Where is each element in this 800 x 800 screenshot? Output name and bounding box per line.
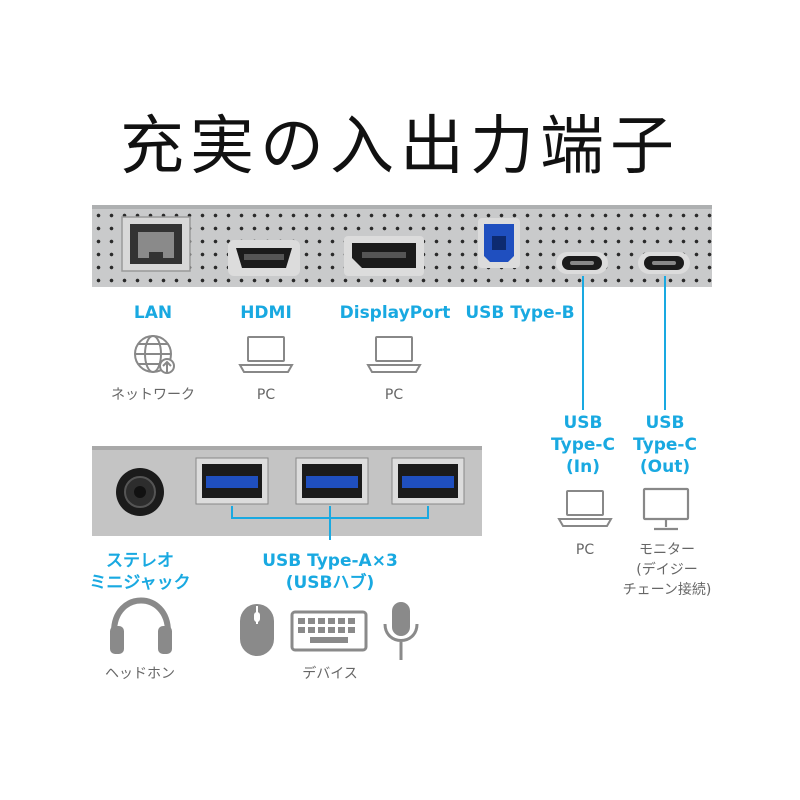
- monitor-icon: [642, 487, 690, 531]
- headphone-jack-port: [116, 468, 164, 516]
- stereo-minijack-label-line2: ミニジャック: [89, 573, 191, 593]
- displayport-sub-label: PC: [384, 387, 404, 403]
- usb-c-out-sub-label: モニター (デイジー チェーン接続): [612, 540, 722, 600]
- usb-c-in-label-line3: (In): [566, 457, 600, 477]
- globe-icon: [134, 335, 175, 374]
- usb-c-out-sub-line2: (デイジー: [636, 562, 698, 578]
- lan-sub-label: ネットワーク: [111, 387, 195, 403]
- displayport-label: DisplayPort: [339, 303, 451, 323]
- laptop-icon: [238, 336, 294, 373]
- usb-c-out-label-line3: (Out): [639, 457, 691, 477]
- usb-type-a-label: USB Type-A×3 (USBハブ): [240, 550, 420, 594]
- microphone-icon: [383, 602, 419, 660]
- hdmi-port: [228, 240, 300, 276]
- laptop-icon: [557, 490, 613, 527]
- lan-port: [121, 216, 191, 272]
- hdmi-label: HDMI: [240, 303, 292, 323]
- usb-type-c-out-port: [638, 252, 690, 274]
- stereo-minijack-label-line1: ステレオ: [106, 551, 174, 571]
- usb-type-b-label: USB Type-B: [465, 303, 575, 323]
- usb-type-a-port-2: [295, 457, 369, 505]
- lan-label: LAN: [133, 303, 173, 323]
- usb-c-out-sub-line3: チェーン接続): [622, 582, 712, 598]
- usb-type-a-label-line2: (USBハブ): [285, 573, 375, 593]
- usb-type-a-label-line1: USB Type-A×3: [262, 551, 398, 571]
- usb-c-in-label: USB Type-C (In): [538, 412, 628, 478]
- usb-type-a-port-3: [391, 457, 465, 505]
- page-title: 充実の入出力端子: [120, 110, 680, 184]
- mouse-icon: [240, 604, 274, 656]
- usb-type-a-port-1: [195, 457, 269, 505]
- headphones-sub-label: ヘッドホン: [105, 666, 175, 682]
- keyboard-icon: [290, 610, 368, 652]
- usb-c-in-label-line2: Type-C: [551, 435, 615, 455]
- usb-c-in-label-line1: USB: [563, 413, 603, 433]
- laptop-icon: [366, 336, 422, 373]
- usb-c-out-label: USB Type-C (Out): [620, 412, 710, 478]
- headphones-icon: [110, 597, 172, 654]
- stereo-minijack-label: ステレオ ミニジャック: [80, 550, 200, 594]
- devices-sub-label: デバイス: [302, 666, 358, 682]
- usb-type-c-in-port: [556, 252, 608, 274]
- hdmi-sub-label: PC: [256, 387, 276, 403]
- usb-c-in-sub-label: PC: [575, 542, 595, 558]
- usb-c-out-sub-line1: モニター: [639, 542, 695, 558]
- usb-a-bracket-line: [231, 506, 429, 540]
- displayport-port: [344, 236, 424, 276]
- usb-c-out-label-line2: Type-C: [633, 435, 697, 455]
- usb-c-out-label-line1: USB: [645, 413, 685, 433]
- usb-type-b-port: [478, 218, 520, 268]
